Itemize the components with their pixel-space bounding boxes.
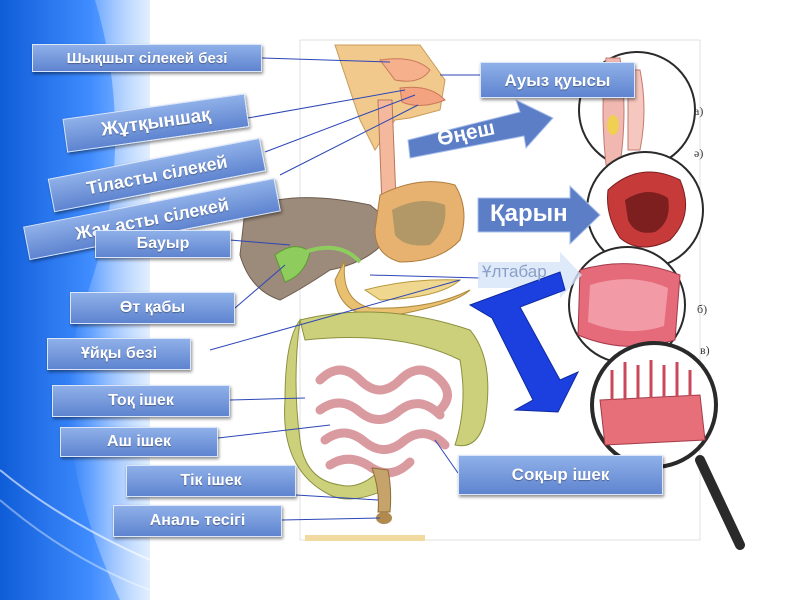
- label-pancreas: Ұйқы безі: [47, 338, 191, 370]
- label-anus: Аналь тесігі: [113, 505, 282, 537]
- stomach-arrow: [477, 184, 601, 246]
- label-mouth: Ауыз қуысы: [480, 62, 635, 98]
- rectum-organ: [371, 467, 392, 513]
- transverse-colon: [299, 311, 489, 447]
- label-colon: Тоқ ішек: [52, 385, 230, 417]
- magnifier-handle: [695, 455, 745, 550]
- label-duodenum: Ұлтабар: [482, 262, 547, 281]
- esophagus-arrow: [407, 99, 554, 159]
- leader-lines: [209, 57, 481, 521]
- tongue: [399, 86, 446, 106]
- label-stomach: Қарын: [490, 200, 568, 227]
- label-rectum: Тік ішек: [126, 465, 296, 497]
- label-liver: Бауыр: [95, 230, 231, 258]
- sub-label-ae: ә): [694, 146, 704, 160]
- sub-label-v: в): [700, 343, 710, 357]
- label-gallbladder: Өт қабы: [70, 292, 235, 324]
- sub-label-a: а): [694, 104, 704, 118]
- label-parotid: Шықшыт сілекей безі: [32, 44, 262, 72]
- deep-blue-arrow: [468, 271, 580, 413]
- label-cecum: Соқыр ішек: [458, 455, 663, 495]
- anus-opening: [376, 512, 392, 524]
- label-small-intestine: Аш ішек: [60, 427, 218, 457]
- parotid-gland: [379, 58, 431, 82]
- sub-label-b: б): [697, 302, 708, 316]
